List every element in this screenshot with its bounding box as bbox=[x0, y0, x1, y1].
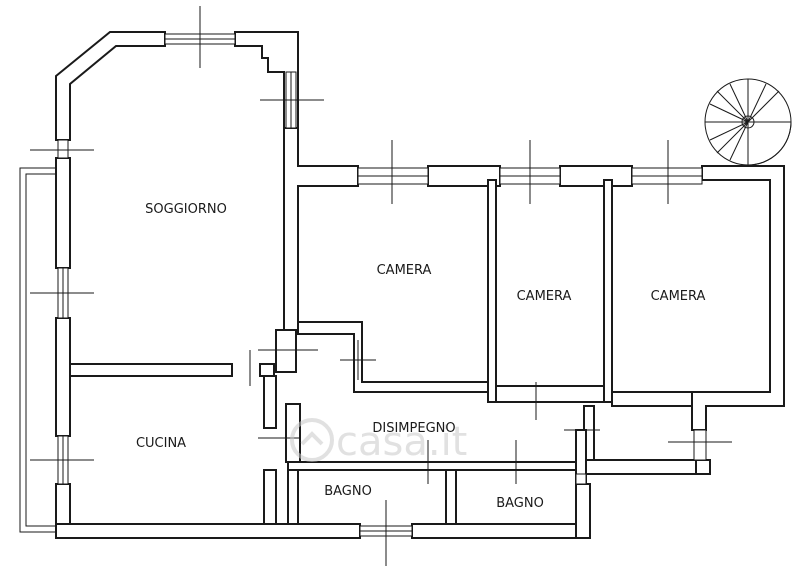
room-label-disimpegno: DISIMPEGNO bbox=[372, 421, 455, 436]
room-labels: SOGGIORNO CAMERA CAMERA CAMERA CUCINA DI… bbox=[136, 202, 706, 511]
room-label-bagno-1: BAGNO bbox=[324, 484, 372, 499]
dimension-marks bbox=[30, 6, 732, 566]
room-label-cucina: CUCINA bbox=[136, 436, 186, 451]
balcony bbox=[19, 167, 56, 533]
room-label-camera-1: CAMERA bbox=[377, 263, 432, 278]
inner-walls bbox=[69, 179, 693, 525]
outer-walls bbox=[55, 31, 785, 539]
room-label-camera-2: CAMERA bbox=[517, 289, 572, 304]
room-label-camera-3: CAMERA bbox=[651, 289, 706, 304]
room-label-soggiorno: SOGGIORNO bbox=[145, 202, 227, 217]
watermark-logo: casa.it bbox=[290, 418, 467, 465]
spiral-staircase bbox=[704, 78, 792, 166]
room-label-bagno-2: BAGNO bbox=[496, 496, 544, 511]
watermark-text: casa.it bbox=[336, 419, 467, 465]
